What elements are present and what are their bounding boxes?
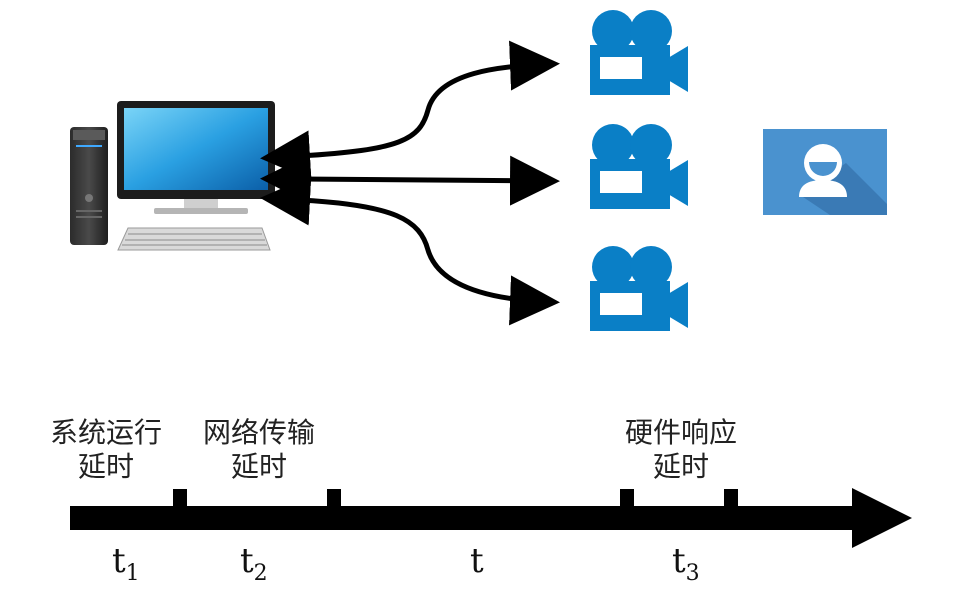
tick-2 <box>327 489 341 511</box>
segment-label-hardware-line2: 延时 <box>652 450 709 483</box>
segment-label-network: 网络传输 延时 <box>196 416 322 484</box>
desktop-computer-icon <box>70 101 275 251</box>
interval-t2-subscript: 2 <box>253 561 268 586</box>
interval-t3-subscript: 3 <box>685 561 700 586</box>
interval-t3-symbol: t <box>672 541 686 581</box>
camera-icon-middle <box>590 124 688 209</box>
arrow-to-camera-middle <box>260 154 560 206</box>
interval-label-t2: t2 <box>240 541 268 586</box>
segment-label-network-line1: 网络传输 <box>202 416 315 449</box>
tick-1 <box>173 489 187 511</box>
interval-label-t1: t1 <box>112 541 140 586</box>
interval-label-t: t <box>470 541 484 586</box>
tick-4 <box>724 489 738 511</box>
segment-label-system-line2: 延时 <box>77 450 134 483</box>
segment-label-system: 系统运行 延时 <box>43 416 169 484</box>
interval-t2-symbol: t <box>240 541 254 581</box>
segment-label-network-line2: 延时 <box>230 450 287 483</box>
timeline-axis <box>70 488 912 548</box>
interval-t1-subscript: 1 <box>125 561 140 586</box>
camera-icon-top <box>590 10 688 95</box>
user-avatar-icon <box>763 129 887 215</box>
camera-icon-bottom <box>590 246 688 331</box>
interval-t-symbol: t <box>470 541 484 581</box>
tick-3 <box>620 489 634 511</box>
interval-label-t3: t3 <box>672 541 700 586</box>
segment-label-system-line1: 系统运行 <box>49 416 162 449</box>
arrow-to-camera-top <box>260 40 560 181</box>
interval-t1-symbol: t <box>112 541 126 581</box>
segment-label-hardware: 硬件响应 延时 <box>618 416 744 484</box>
network-arrows <box>260 40 560 326</box>
segment-label-hardware-line1: 硬件响应 <box>624 416 737 449</box>
arrow-to-camera-bottom <box>260 175 560 326</box>
